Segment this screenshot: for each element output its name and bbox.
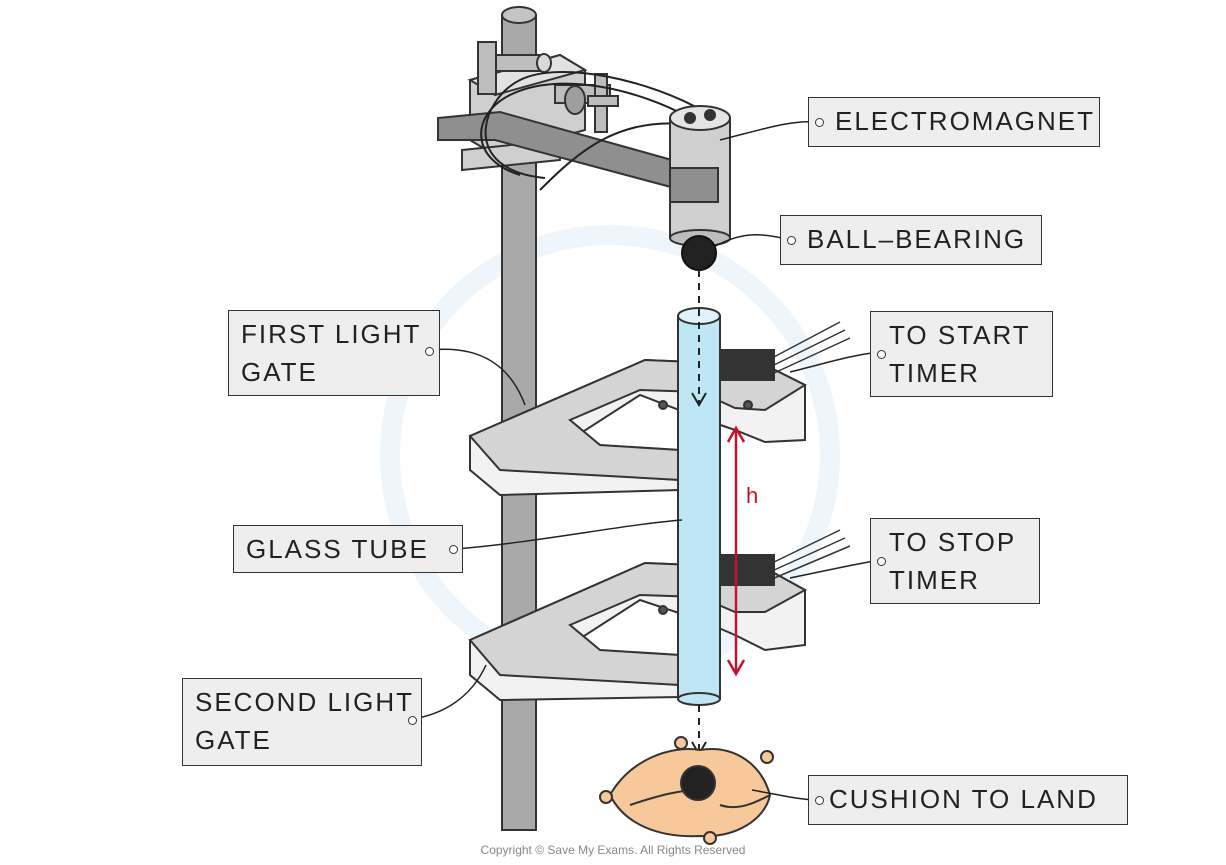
first-light-gate-text-line1: FIRST LIGHT — [241, 319, 422, 349]
electromagnet-label: ELECTROMAGNET — [808, 97, 1100, 147]
first-light-gate — [468, 349, 808, 497]
gate-wires — [771, 321, 851, 580]
second-light-gate-label: SECOND LIGHT GATE — [182, 678, 422, 766]
cushion-label: CUSHION TO LAND — [808, 775, 1128, 825]
label-hole-icon — [877, 557, 886, 566]
to-start-timer-text-line2: TIMER — [889, 358, 980, 388]
label-hole-icon — [877, 350, 886, 359]
first-light-gate-text-line2: GATE — [241, 357, 318, 387]
to-start-timer-label: TO START TIMER — [870, 311, 1053, 397]
glass-tube-label: GLASS TUBE — [233, 525, 463, 573]
to-stop-timer-text-line1: TO STOP — [889, 527, 1017, 557]
label-hole-icon — [408, 716, 417, 725]
label-hole-icon — [425, 347, 434, 356]
second-light-gate-text-line2: GATE — [195, 725, 272, 755]
cushion — [599, 736, 774, 845]
label-hole-icon — [815, 118, 824, 127]
to-stop-timer-label: TO STOP TIMER — [870, 518, 1040, 604]
to-start-timer-text-line1: TO START — [889, 320, 1031, 350]
label-hole-icon — [815, 796, 824, 805]
electromagnet — [669, 105, 731, 247]
ball-bearing — [681, 235, 717, 271]
ball-bearing-label: BALL–BEARING — [780, 215, 1042, 265]
glass-tube-text: GLASS TUBE — [246, 534, 429, 564]
label-hole-icon — [787, 236, 796, 245]
first-light-gate-label: FIRST LIGHT GATE — [228, 310, 440, 396]
second-light-gate-text-line1: SECOND LIGHT — [195, 687, 415, 717]
height-label: h — [746, 483, 759, 508]
cushion-text: CUSHION TO LAND — [829, 784, 1098, 814]
height-arrow — [726, 425, 746, 677]
electromagnet-text: ELECTROMAGNET — [835, 106, 1096, 136]
ball-bearing-text: BALL–BEARING — [807, 224, 1027, 254]
to-stop-timer-text-line2: TIMER — [889, 565, 980, 595]
label-hole-icon — [449, 545, 458, 554]
copyright-text: Copyright © Save My Exams. All Rights Re… — [480, 843, 746, 857]
